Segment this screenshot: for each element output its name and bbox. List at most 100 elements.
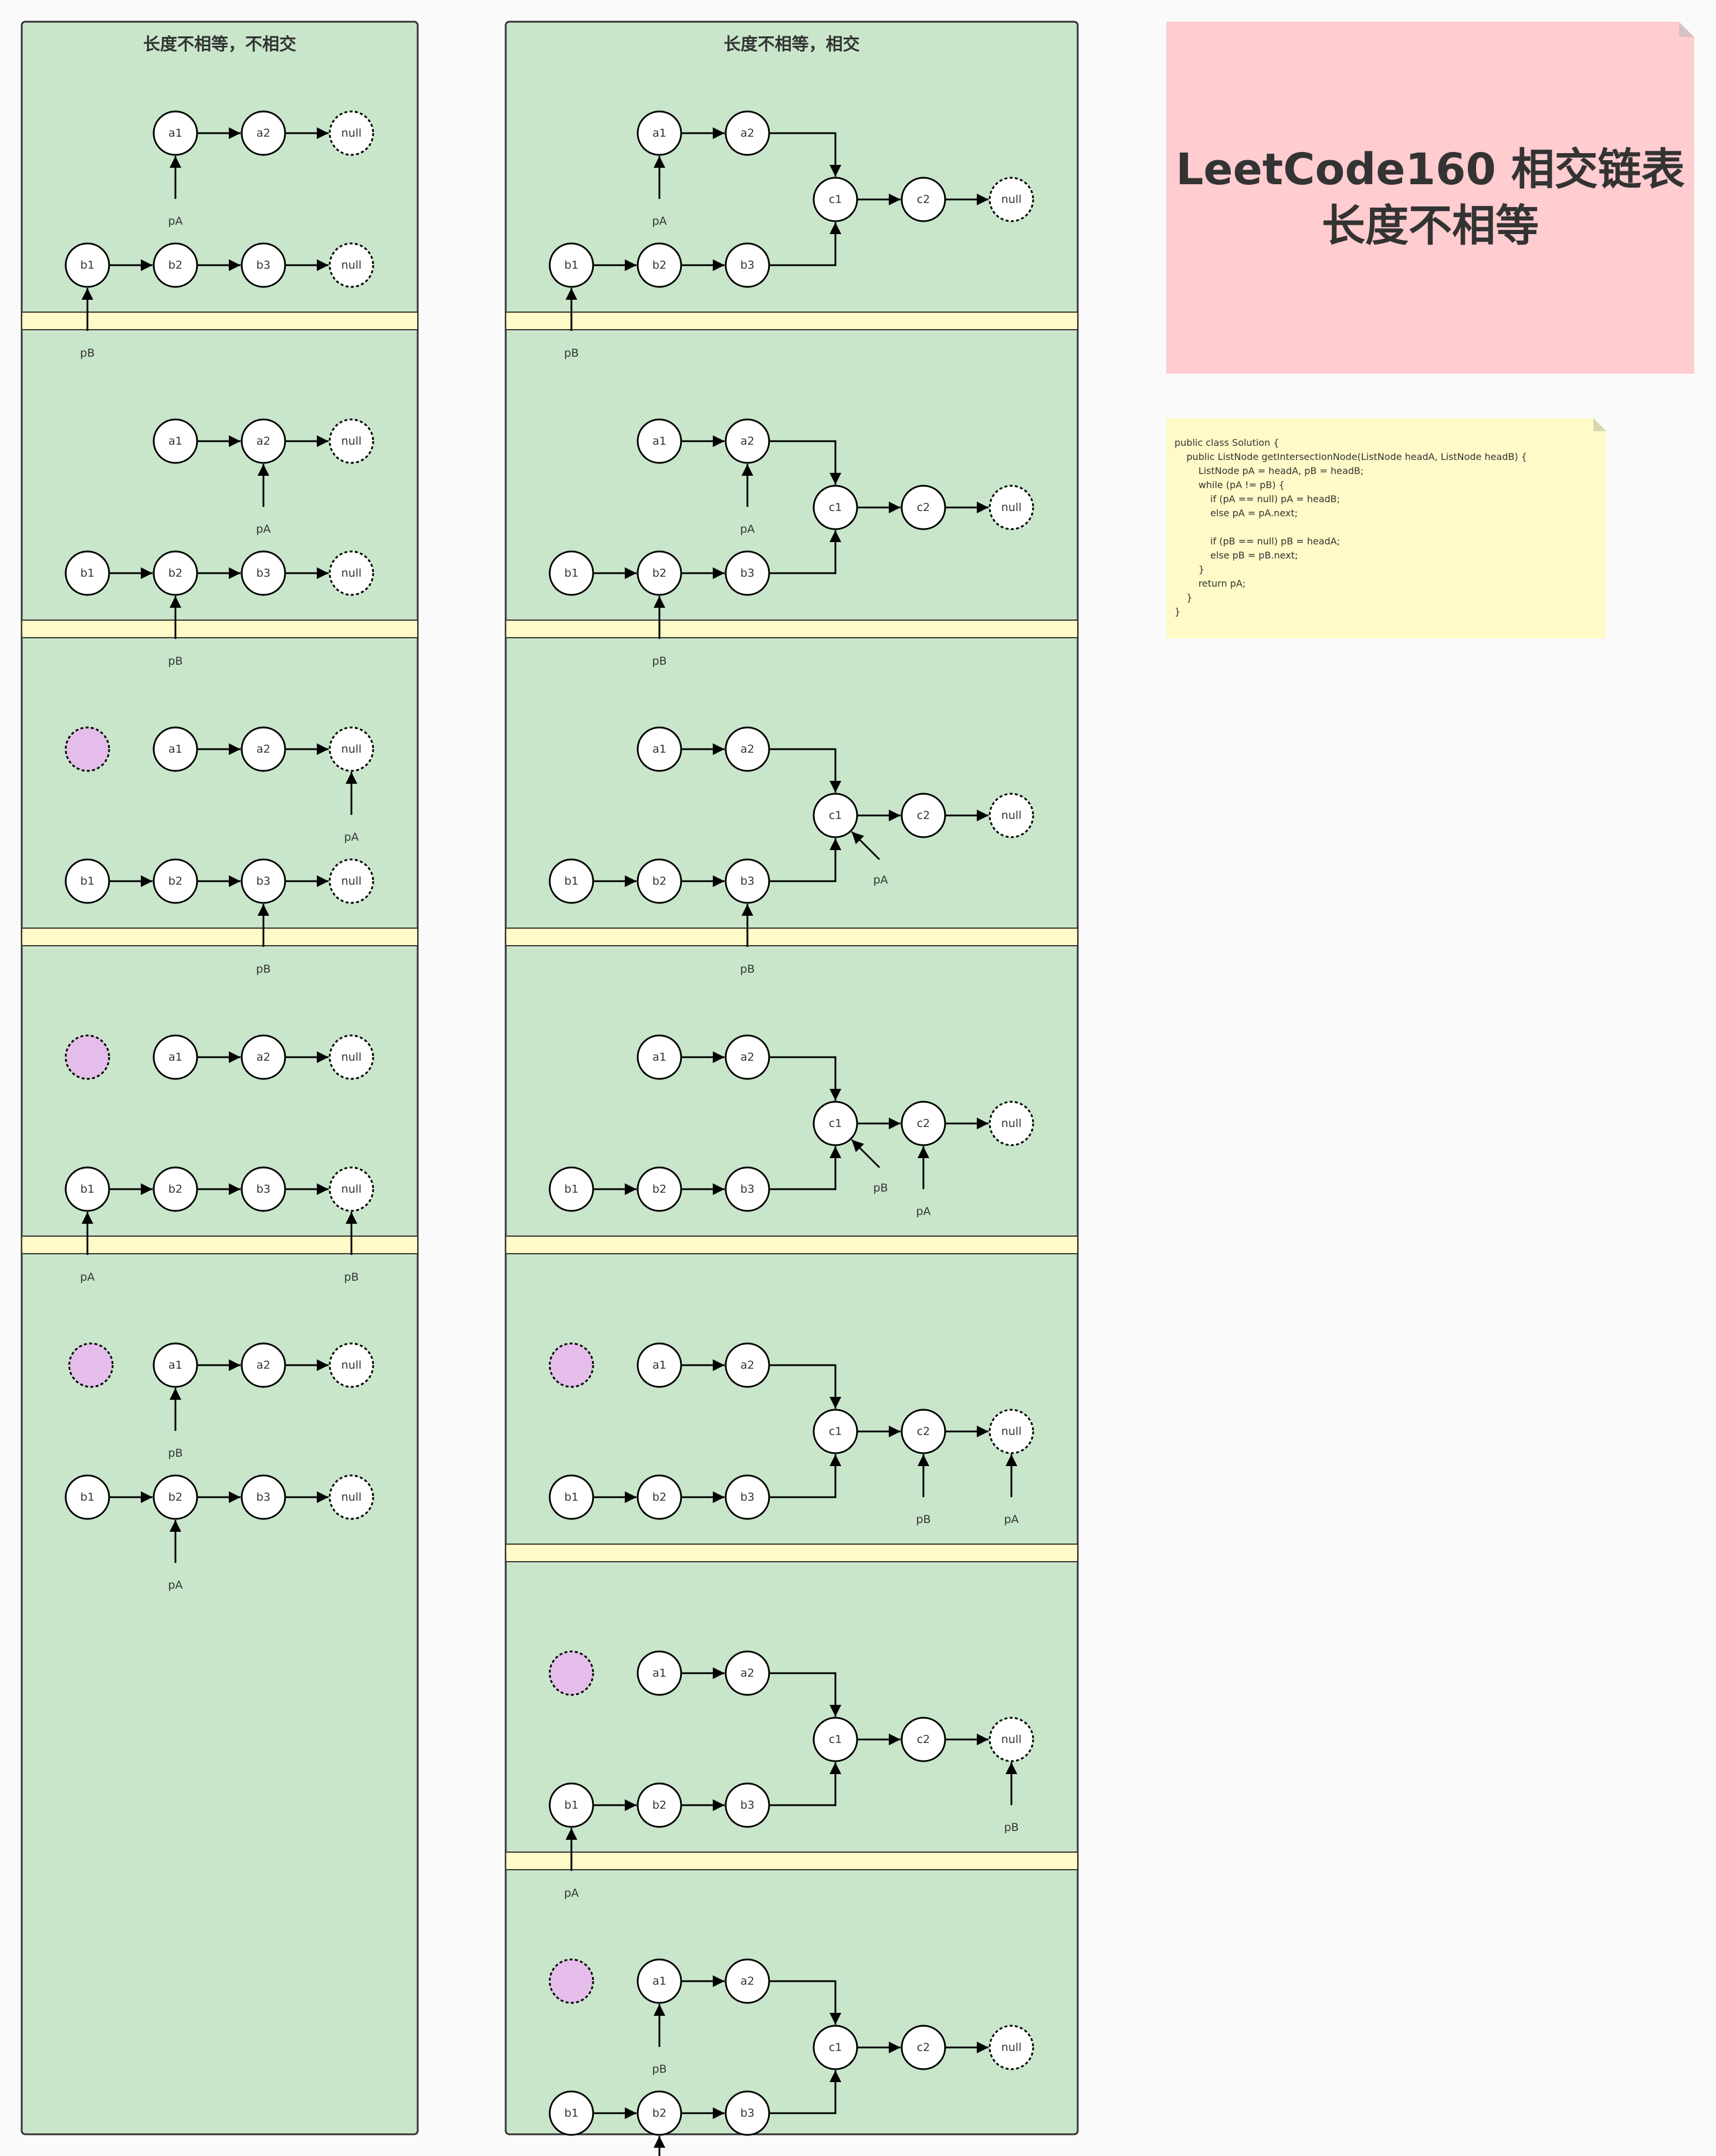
column-intersect-step-2-node-c2 <box>901 485 946 530</box>
column-intersect-step-2-pointer-pB-label: pB <box>652 655 666 668</box>
column-no-intersect-frame <box>21 21 419 2135</box>
column-intersect-step-6-node-a1 <box>637 1650 682 1696</box>
column-no-intersect-step-4-node-b1-label: b1 <box>80 1183 94 1196</box>
code-note-fold <box>1593 418 1606 431</box>
column-intersect-step-6-node-null-label: null <box>1001 1733 1022 1746</box>
column-no-intersect-step-5-node-a1-label: a1 <box>168 1359 182 1372</box>
column-intersect-step-5-node-null-label: null <box>1001 1425 1022 1438</box>
column-intersect-step-5-node-b1 <box>549 1474 594 1520</box>
column-intersect-step-5-node-c2 <box>901 1409 946 1454</box>
column-intersect-separator-6 <box>505 1852 1078 1870</box>
column-intersect-step-7-pointer-pB-label: pB <box>652 2063 666 2076</box>
column-intersect-step-1-node-c2-label: c2 <box>917 193 930 206</box>
column-no-intersect-step-5-node-a2 <box>241 1342 286 1388</box>
column-intersect-step-6-node-null <box>989 1717 1034 1762</box>
column-intersect-separator-5 <box>505 1544 1078 1562</box>
column-intersect-step-5-node-c2-label: c2 <box>917 1425 930 1438</box>
title-line-2: 长度不相等 <box>1322 201 1539 251</box>
column-intersect-step-7-node-a1-label: a1 <box>652 1975 666 1988</box>
column-intersect-step-4-node-c2 <box>901 1101 946 1146</box>
column-intersect-step-4-node-c1 <box>813 1101 858 1146</box>
column-intersect-step-7-edge-b3-c1 <box>769 2070 841 2114</box>
column-intersect-step-3-node-c1 <box>813 793 858 838</box>
column-no-intersect-step-2-pointer-pA-label: pA <box>256 523 270 536</box>
column-intersect-step-7-node-c1-label: c1 <box>829 2041 842 2054</box>
column-no-intersect-step-5-node-null-a-label: null <box>341 1359 362 1372</box>
column-intersect-step-5-edge-b3-c1 <box>769 1454 841 1498</box>
column-intersect-step-4-pointer-pA-label: pA <box>916 1205 930 1218</box>
column-no-intersect-step-1-node-null-b <box>329 242 374 288</box>
column-intersect-step-6-node-c1 <box>813 1717 858 1762</box>
column-intersect-step-4-edge-a2-c1 <box>769 1056 841 1101</box>
column-intersect-step-3-node-b2-label: b2 <box>652 875 666 888</box>
column-intersect-step-4-node-c1-label: c1 <box>829 1117 842 1130</box>
column-intersect-step-3-node-null <box>989 793 1034 838</box>
column-intersect-separator-3 <box>505 928 1078 946</box>
column-intersect-step-4-pointer-pB-arrow <box>851 1139 881 1169</box>
column-no-intersect-step-2-node-null-b-label: null <box>341 567 362 580</box>
column-no-intersect-step-3-node-null-a-label: null <box>341 743 362 756</box>
column-no-intersect-step-3-node-b3 <box>241 858 286 904</box>
column-no-intersect-step-4-node-b1 <box>65 1166 110 1212</box>
column-intersect-step-5-node-c1-label: c1 <box>829 1425 842 1438</box>
column-intersect-step-4-edge-b3-c1 <box>769 1146 841 1190</box>
column-intersect-step-3-node-b3-label: b3 <box>740 875 754 888</box>
column-intersect-step-4-node-b2 <box>637 1166 682 1212</box>
column-no-intersect-heading: 长度不相等，不相交 <box>143 34 296 54</box>
column-intersect-step-2-node-null-label: null <box>1001 501 1022 514</box>
column-intersect-step-4-node-a1 <box>637 1034 682 1080</box>
column-no-intersect-step-5-node-b1 <box>65 1474 110 1520</box>
column-no-intersect-step-5-pointer-pB-label: pB <box>168 1447 182 1460</box>
column-intersect-step-1-node-b3 <box>725 242 770 288</box>
column-no-intersect-step-2-node-b3-label: b3 <box>256 567 270 580</box>
column-intersect-step-5-node-a2 <box>725 1342 770 1388</box>
column-intersect-step-5-node-a1 <box>637 1342 682 1388</box>
column-intersect-step-5-pointer-pB-label: pB <box>916 1513 930 1526</box>
column-no-intersect-step-2-node-null-a-label: null <box>341 435 362 448</box>
column-no-intersect-step-3-node-null-b <box>329 858 374 904</box>
column-intersect-step-2-edge-a2-c1 <box>769 440 841 485</box>
column-intersect-step-7-edge-a2-c1 <box>769 1980 841 2025</box>
column-no-intersect-step-3-node-a2-label: a2 <box>256 743 270 756</box>
column-no-intersect-step-2-node-null-a <box>329 418 374 464</box>
column-intersect-step-5-edge-a2-c1 <box>769 1364 841 1409</box>
column-intersect-step-2-edge-b3-c1 <box>769 530 841 574</box>
column-intersect-step-4-node-b3 <box>725 1166 770 1212</box>
column-intersect-step-5-node-a1-label: a1 <box>652 1359 666 1372</box>
column-no-intersect-separator-4 <box>21 1236 418 1254</box>
column-intersect-step-4-node-b1-label: b1 <box>564 1183 578 1196</box>
column-intersect-step-1-node-a1 <box>637 110 682 156</box>
code-note: public class Solution { public ListNode … <box>1166 418 1606 638</box>
column-intersect-step-6-node-a1-label: a1 <box>652 1667 666 1680</box>
column-no-intersect-step-3-node-null-b-label: null <box>341 875 362 888</box>
column-intersect-frame <box>505 21 1079 2135</box>
column-no-intersect-step-3-node-null-a <box>329 726 374 772</box>
column-no-intersect-separator-1 <box>21 312 418 330</box>
column-no-intersect-step-1-node-a1 <box>153 110 198 156</box>
column-no-intersect-step-3-node-b3-label: b3 <box>256 875 270 888</box>
column-no-intersect-step-5-node-null-a <box>329 1342 374 1388</box>
column-intersect-step-3-pointer-pA-arrow <box>851 831 881 861</box>
column-intersect-step-1-edge-b3-c1 <box>769 222 841 266</box>
column-no-intersect-step-1-node-null-a <box>329 110 374 156</box>
column-intersect-step-4-node-c2-label: c2 <box>917 1117 930 1130</box>
column-intersect-step-7-node-b3 <box>725 2090 770 2136</box>
column-intersect-step-5-node-c1 <box>813 1409 858 1454</box>
column-intersect-step-5-node-b1-label: b1 <box>564 1491 578 1504</box>
column-no-intersect-step-1-node-b2 <box>153 242 198 288</box>
column-intersect-step-2-node-b3 <box>725 550 770 596</box>
column-intersect-step-1-edge-a2-c1 <box>769 132 841 177</box>
column-intersect-step-7-node-b1-label: b1 <box>564 2107 578 2120</box>
column-no-intersect-step-4-traversal-marker <box>65 1034 110 1080</box>
column-intersect-step-5-node-b3 <box>725 1474 770 1520</box>
column-no-intersect-step-5-traversal-marker <box>68 1342 114 1388</box>
column-no-intersect-step-1-node-b2-label: b2 <box>168 259 182 272</box>
column-intersect-step-7-node-c1 <box>813 2025 858 2070</box>
column-intersect-step-5-node-b2-label: b2 <box>652 1491 666 1504</box>
column-no-intersect-step-1-pointer-pB-label: pB <box>80 347 94 360</box>
column-no-intersect-step-2-node-a1-label: a1 <box>168 435 182 448</box>
column-no-intersect-step-3-node-b2-label: b2 <box>168 875 182 888</box>
column-no-intersect-step-5-node-b3-label: b3 <box>256 1491 270 1504</box>
column-no-intersect-step-1-node-a2 <box>241 110 286 156</box>
